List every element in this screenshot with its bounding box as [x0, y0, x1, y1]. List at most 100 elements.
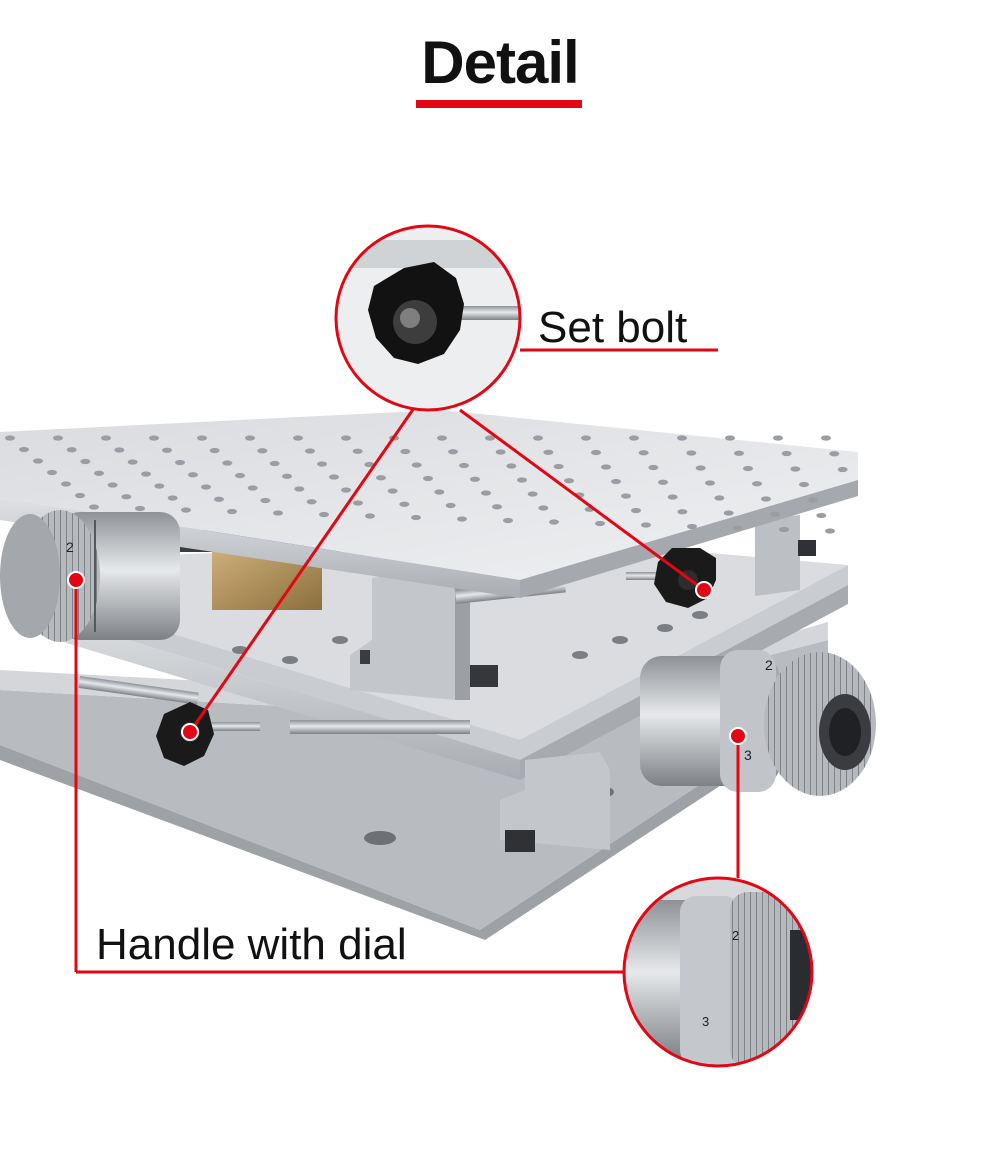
plate-hole — [260, 497, 271, 504]
plate-hole — [19, 446, 29, 453]
plate-hole — [341, 435, 351, 441]
plate-hole — [306, 499, 317, 505]
plate-hole — [779, 526, 789, 533]
callout-lines — [74, 348, 740, 974]
plate-hole — [770, 511, 780, 517]
plate-hole — [457, 516, 467, 522]
plate-hole — [121, 494, 132, 500]
plate-hole — [527, 491, 538, 497]
plate-hole — [167, 495, 178, 501]
plate-hole — [188, 472, 198, 478]
guide-blocks — [350, 515, 816, 852]
plate-hole — [214, 496, 224, 502]
plate-hole — [273, 510, 283, 516]
plate-hole — [761, 496, 771, 502]
plate-hole — [411, 514, 421, 521]
set-bolt-label: Set bolt — [538, 303, 688, 352]
plate-hole — [705, 480, 715, 486]
top-plate — [0, 410, 858, 598]
plate-hole — [752, 481, 762, 487]
plate-hole — [601, 464, 611, 470]
right-handle: 2 3 — [640, 650, 876, 796]
plate-hole — [723, 510, 734, 516]
plate-hole — [837, 466, 848, 473]
zoom-circle-set-bolt — [334, 224, 522, 412]
plate-hole — [66, 447, 77, 453]
plate-hole — [329, 474, 339, 480]
plate-hole — [734, 450, 744, 456]
plate-hole — [517, 477, 527, 483]
plate-hole — [175, 459, 185, 466]
plate-hole — [773, 435, 783, 441]
plate-hole — [352, 448, 363, 454]
plate-hole — [677, 509, 688, 515]
page-title: Detail — [421, 29, 579, 96]
plate-hole — [305, 448, 315, 454]
plate-hole — [201, 484, 211, 490]
plate-hole — [364, 461, 375, 468]
plate-hole — [733, 525, 743, 531]
plate-hole — [257, 448, 268, 454]
plate-hole — [149, 435, 159, 441]
plate-hole — [341, 487, 351, 493]
right-dial-mark-a: 2 — [765, 657, 773, 673]
plate-hole — [503, 517, 513, 524]
plate-hole — [714, 495, 725, 501]
plate-hole — [506, 463, 517, 469]
plate-hole — [595, 520, 605, 527]
plate-hole — [687, 523, 697, 530]
zoom-dial-mark-b: 3 — [702, 1014, 709, 1029]
plate-hole — [353, 500, 363, 506]
plate-hole — [641, 522, 651, 528]
plate-hole — [387, 488, 398, 494]
plate-hole — [543, 449, 554, 455]
left-dial-mark: 2 — [66, 539, 74, 555]
plate-hole — [376, 475, 386, 481]
plate-hole — [533, 435, 543, 441]
plate-hole — [445, 502, 456, 509]
plate-hole — [222, 460, 233, 466]
plate-hole — [127, 459, 138, 465]
plate-hole — [154, 483, 165, 489]
plate-hole — [829, 451, 840, 457]
plate-hole — [89, 504, 99, 510]
plate-hole — [141, 471, 151, 477]
plate-hole — [492, 504, 502, 510]
plate-hole — [437, 435, 447, 441]
plate-hole — [581, 435, 591, 441]
callout-dots — [67, 571, 747, 745]
plate-hole — [75, 492, 85, 499]
plate-hole — [227, 508, 237, 515]
zoom-circle-handle-dial: 2 3 — [622, 876, 814, 1068]
plate-hole — [209, 447, 220, 454]
plate-hole — [282, 473, 292, 479]
plate-hole — [319, 511, 329, 518]
plate-hole — [181, 507, 191, 513]
plate-hole — [821, 435, 831, 441]
plate-hole — [725, 435, 735, 441]
plate-hole — [799, 481, 809, 488]
plate-hole — [781, 450, 792, 457]
plate-hole — [638, 450, 649, 456]
plate-hole — [399, 501, 410, 507]
plate-hole — [317, 461, 327, 467]
plate-hole — [411, 462, 422, 468]
plate-hole — [107, 482, 118, 488]
plate-hole — [611, 478, 621, 485]
plate-hole — [434, 489, 445, 495]
plate-hole — [101, 435, 111, 441]
plate-hole — [162, 447, 172, 453]
plate-hole — [235, 472, 245, 479]
plate-hole — [269, 460, 280, 467]
plate-hole — [495, 449, 506, 455]
plate-hole — [825, 528, 835, 534]
plate-hole — [47, 469, 57, 476]
left-handle: 2 — [0, 510, 180, 642]
title-underline — [416, 100, 582, 108]
plate-hole — [658, 479, 668, 485]
plate-hole — [114, 447, 125, 453]
plate-hole — [549, 519, 559, 525]
plate-hole — [423, 475, 433, 482]
plate-hole — [564, 478, 574, 484]
